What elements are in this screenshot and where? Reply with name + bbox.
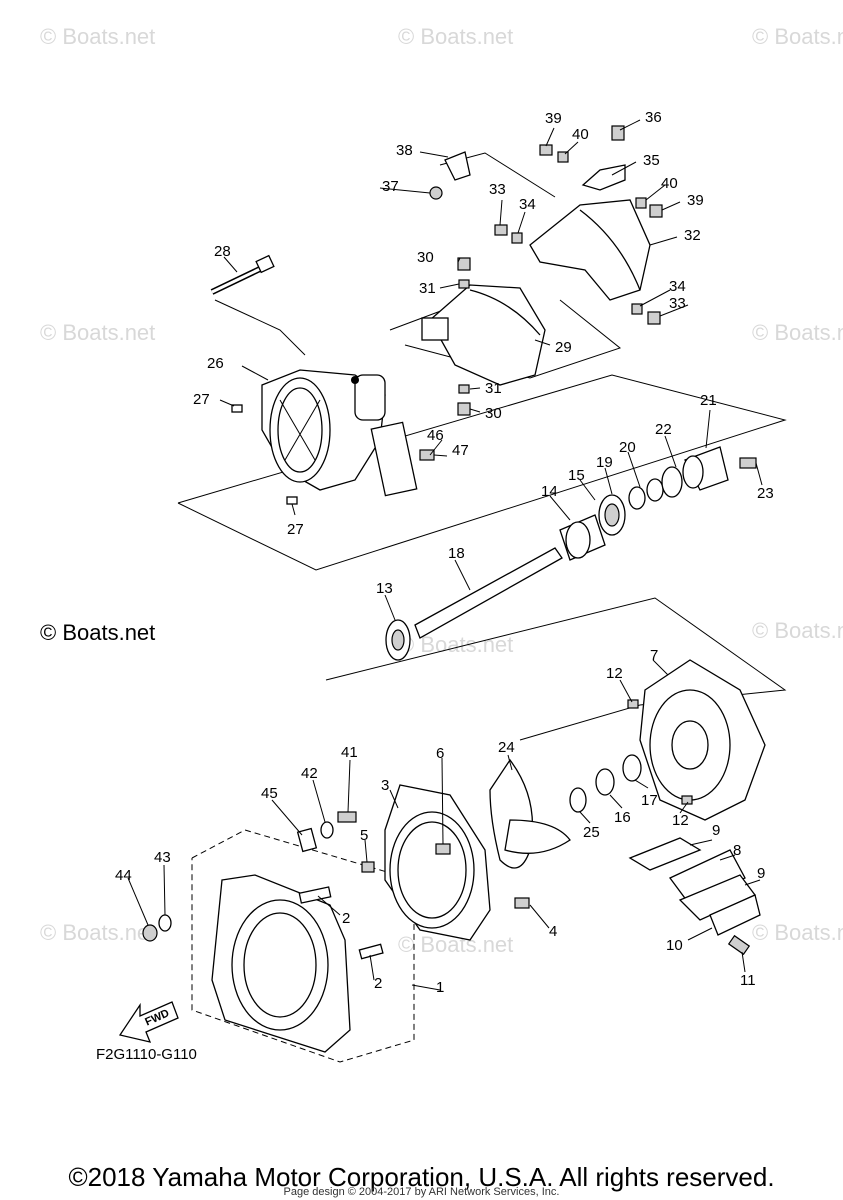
callout-11: 11: [740, 972, 756, 989]
callout-4: 4: [549, 923, 557, 940]
bolt-washer-bracket: [296, 811, 357, 853]
callout-9: 9: [712, 822, 720, 839]
part-26-nozzle-housing: [261, 369, 386, 491]
callout-41: 41: [341, 744, 358, 761]
callout-7: 7: [650, 647, 658, 664]
callout-37: 37: [382, 178, 399, 195]
leader-lines: [127, 119, 763, 991]
callout-47: 47: [452, 442, 469, 459]
callout-3: 3: [381, 777, 389, 794]
callout-22: 22: [655, 421, 672, 438]
callout-13: 13: [376, 580, 393, 597]
callout-31: 31: [485, 380, 502, 397]
part-46-plate: [370, 421, 435, 497]
grate-assembly: [628, 837, 761, 956]
callout-19: 19: [596, 454, 613, 471]
callout-2: 2: [342, 910, 350, 927]
callout-36: 36: [645, 109, 662, 126]
callout-30: 30: [417, 249, 434, 266]
callout-42: 42: [301, 765, 318, 782]
callout-30: 30: [485, 405, 502, 422]
callout-33: 33: [669, 295, 686, 312]
watermark: © Boats.net: [752, 920, 843, 945]
callout-24: 24: [498, 739, 515, 756]
callout-12: 12: [606, 665, 623, 682]
watermark: © Boats.net: [752, 24, 843, 49]
watermark: © Boats.net: [40, 24, 155, 49]
callout-40: 40: [661, 175, 678, 192]
callout-39: 39: [687, 192, 704, 209]
callout-43: 43: [154, 849, 171, 866]
part-3-duct: [361, 784, 530, 941]
callout-34: 34: [669, 278, 686, 295]
watermark-prominent: © Boats.net: [40, 620, 155, 645]
callout-40: 40: [572, 126, 589, 143]
part-1-intake-housing: [211, 874, 384, 1053]
callout-27: 27: [193, 391, 210, 408]
part-27-pin: [231, 404, 243, 413]
footer-copyright: ©2018 Yamaha Motor Corporation, U.S.A. A…: [68, 1162, 775, 1192]
callout-9: 9: [757, 865, 765, 882]
watermark: © Boats.net: [752, 618, 843, 643]
callout-10: 10: [666, 937, 683, 954]
watermark: © Boats.net: [40, 320, 155, 345]
callout-39: 39: [545, 110, 562, 127]
part-44-nut: [142, 924, 158, 942]
callout-15: 15: [568, 467, 585, 484]
callout-21: 21: [700, 392, 717, 409]
watermark: © Boats.net: [752, 320, 843, 345]
callout-29: 29: [555, 339, 572, 356]
watermarks: © Boats.net © Boats.net © Boats.net © Bo…: [40, 24, 843, 957]
part-28-bolt: [210, 254, 275, 295]
callout-17: 17: [641, 792, 658, 809]
watermark: © Boats.net: [40, 920, 155, 945]
callout-44: 44: [115, 867, 132, 884]
part-43-washer: [158, 914, 172, 932]
callout-18: 18: [448, 545, 465, 562]
callout-31: 31: [419, 280, 436, 297]
callout-16: 16: [614, 809, 631, 826]
callout-28: 28: [214, 243, 231, 260]
callout-23: 23: [757, 485, 774, 502]
footer-credit: Page design © 2004-2017 by ARI Network S…: [283, 1186, 560, 1198]
callout-8: 8: [733, 842, 741, 859]
callout-labels: 1 2 2 3 4 5 6 7 8 9 9 10 11 12 12 13 14 …: [115, 109, 774, 996]
callout-26: 26: [207, 355, 224, 372]
callout-38: 38: [396, 142, 413, 159]
watermark: © Boats.net: [398, 632, 513, 657]
seals: [569, 754, 642, 813]
callout-33: 33: [489, 181, 506, 198]
part-7-pump-housing: [627, 659, 766, 821]
linkage-parts: [429, 125, 663, 218]
callout-6: 6: [436, 745, 444, 762]
shaft-assembly: [385, 446, 757, 661]
diagram-code: F2G1110-G110: [96, 1046, 197, 1063]
callout-45: 45: [261, 785, 278, 802]
callout-27: 27: [287, 521, 304, 538]
callout-2: 2: [374, 975, 382, 992]
callout-34: 34: [519, 196, 536, 213]
callout-20: 20: [619, 439, 636, 456]
callout-12: 12: [672, 812, 689, 829]
callout-46: 46: [427, 427, 444, 444]
part-32-reverse-gate: [494, 199, 661, 325]
callout-25: 25: [583, 824, 600, 841]
part-27-pin: [286, 496, 298, 505]
watermark: © Boats.net: [398, 24, 513, 49]
part-29-steering-nozzle: [421, 257, 546, 416]
fwd-arrow-icon: FWD: [118, 1001, 179, 1043]
callout-32: 32: [684, 227, 701, 244]
callout-14: 14: [541, 483, 558, 500]
callout-35: 35: [643, 152, 660, 169]
callout-1: 1: [436, 979, 444, 996]
part-24-impeller: [489, 758, 571, 869]
callout-5: 5: [360, 827, 368, 844]
